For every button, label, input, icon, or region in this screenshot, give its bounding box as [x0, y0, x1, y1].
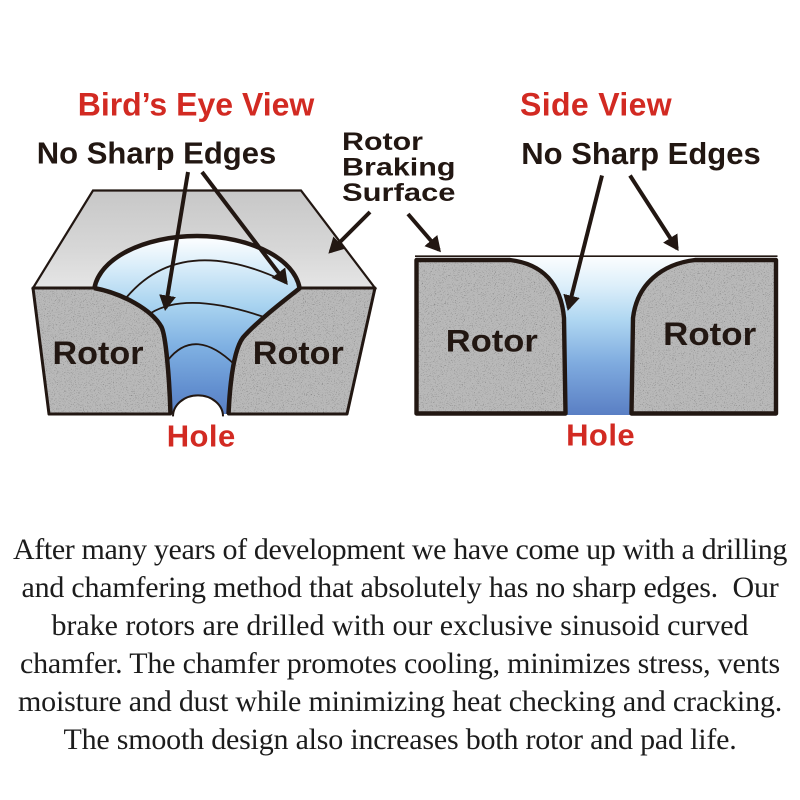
svg-text:Bird’s Eye View: Bird’s Eye View: [78, 87, 315, 123]
svg-text:Rotor: Rotor: [663, 316, 756, 352]
svg-text:Rotor: Rotor: [253, 335, 344, 371]
svg-text:No Sharp Edges: No Sharp Edges: [37, 136, 276, 171]
svg-text:Braking: Braking: [342, 153, 456, 181]
svg-text:Rotor: Rotor: [446, 323, 538, 359]
svg-text:Side View: Side View: [520, 87, 672, 123]
svg-text:Hole: Hole: [167, 419, 236, 454]
svg-text:Rotor: Rotor: [53, 335, 144, 371]
svg-text:Rotor: Rotor: [342, 128, 423, 156]
svg-text:Surface: Surface: [342, 179, 456, 207]
svg-text:Hole: Hole: [566, 418, 635, 453]
svg-text:No Sharp Edges: No Sharp Edges: [521, 136, 760, 171]
